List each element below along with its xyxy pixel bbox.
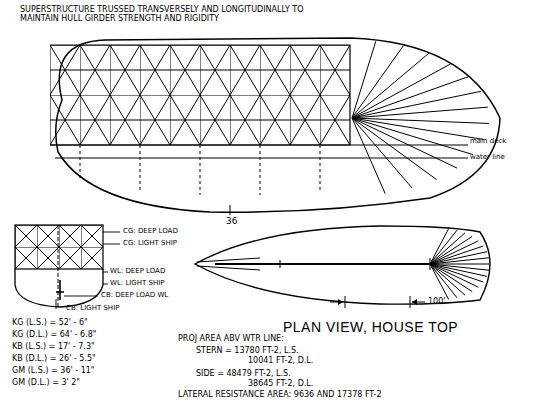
section-label: CB: LIGHT SHIP	[66, 304, 119, 312]
hatch-line	[352, 118, 457, 168]
area-value: LATERAL RESISTANCE AREA: 9636 AND 17378 …	[178, 390, 381, 399]
hatch-line	[352, 118, 473, 155]
hatch-line	[352, 118, 484, 139]
hatch-line	[352, 118, 412, 188]
hatch-line	[430, 264, 457, 298]
stability-value: GM (L.S.) = 36' - 11"	[12, 366, 95, 375]
section-label: WL: DEEP LOAD	[110, 267, 165, 275]
hatch-line	[430, 264, 478, 287]
view-title: PLAN VIEW, HOUSE TOP	[283, 319, 458, 335]
section-label: WL: LIGHT SHIP	[110, 279, 165, 287]
area-value: 10041 FT-2, D.L.	[248, 356, 313, 365]
dimension-label: 100'	[428, 297, 445, 306]
stability-value: KG (D.L.) = 64' - 6.8"	[12, 330, 96, 339]
hatch-line	[352, 46, 403, 118]
stability-value: KB (L.S.) = 17' - 7.3"	[12, 342, 95, 351]
hatch-line	[352, 64, 451, 118]
area-value: SIDE = 48479 FT-2, L.S.	[196, 369, 291, 378]
section-label: CB: DEEP LOAD WL	[101, 291, 168, 299]
area-value: PROJ AREA ABV WTR LINE:	[178, 334, 284, 343]
hatch-line	[352, 53, 429, 118]
section-label: CG: DEEP LOAD	[123, 227, 178, 235]
area-value: 38645 FT-2, D.L.	[248, 379, 313, 388]
hatch-line	[352, 107, 488, 118]
hatch-line	[430, 258, 489, 264]
hatch-line	[352, 118, 385, 194]
stability-value: GM (D.L.) = 3' 2"	[12, 378, 80, 387]
hatch-line	[430, 264, 465, 295]
deck-label: main deck	[470, 137, 506, 145]
stability-value: KB (D.L.) = 26' - 5.5"	[12, 354, 96, 363]
callout-number: 36	[226, 216, 237, 226]
area-value: STERN = 13780 FT-2, L.S.	[196, 346, 299, 355]
hatch-line	[430, 264, 472, 292]
section-label: CG: LIGHT SHIP	[123, 239, 177, 247]
stability-value: KG (L.S.) = 52' - 6"	[12, 318, 88, 327]
waterline-label: water line	[470, 153, 505, 161]
hatch-line	[352, 91, 481, 118]
hatch-line	[430, 241, 478, 264]
hatch-line	[430, 264, 449, 299]
hatch-line	[430, 264, 490, 265]
hatch-line	[430, 252, 487, 264]
note-text: SUPERSTRUCTURE TRUSSED TRANSVERSELY AND …	[20, 5, 320, 23]
hatch-line	[352, 118, 436, 179]
hatch-line	[352, 118, 489, 123]
hatch-line	[430, 233, 465, 264]
